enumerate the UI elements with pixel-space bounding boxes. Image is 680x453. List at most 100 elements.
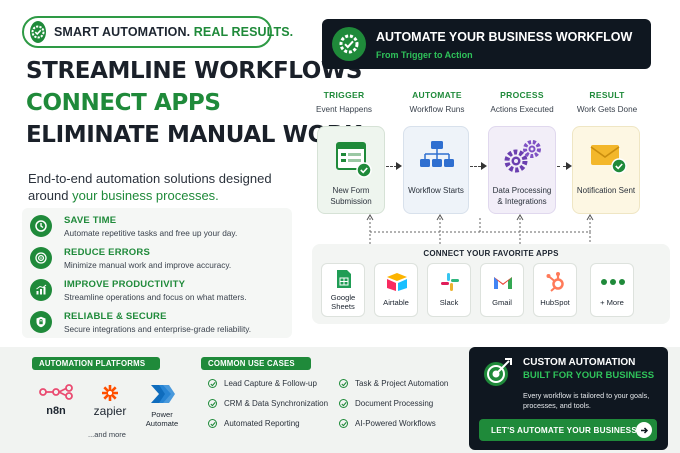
use-case-item: Lead Capture & Follow-up [208, 379, 317, 388]
slack-icon [441, 273, 459, 291]
card-workflow-starts: Workflow Starts [403, 126, 469, 214]
app-label: Gmail [492, 298, 512, 307]
platform-n8n: n8n [36, 384, 76, 417]
step-title: TRIGGER [323, 90, 365, 100]
check-icon [339, 399, 348, 408]
apps-title: CONNECT YOUR FAVORITE APPS [423, 249, 559, 258]
card-label: Data Processing & Integrations [492, 186, 552, 206]
use-case-label: Document Processing [355, 399, 434, 408]
clock-icon [30, 215, 52, 237]
app-label: Slack [439, 298, 459, 307]
form-icon [336, 142, 372, 178]
card-label: Workflow Starts [408, 186, 464, 195]
zapier-icon [102, 385, 118, 401]
step-subtitle: Actions Executed [490, 105, 554, 114]
tagline-badge: SMART AUTOMATION. REAL RESULTS. [22, 16, 293, 48]
check-icon [339, 419, 348, 428]
headline-line1: STREAMLINE WORKFLOWS [26, 58, 363, 84]
arrow-head-icon [396, 162, 402, 170]
arrow-head-icon [481, 162, 487, 170]
use-case-label: Lead Capture & Follow-up [224, 379, 317, 388]
app-google-sheets[interactable]: Google Sheets [321, 263, 365, 317]
custom-subtitle: BUILT FOR YOUR BUSINESS [523, 370, 655, 381]
app-label: HubSpot [540, 298, 570, 307]
benefit-desc: Secure integrations and enterprise-grade… [64, 324, 252, 334]
app-gmail[interactable]: Gmail [480, 263, 524, 317]
platform-label: zapier [93, 404, 127, 418]
check-icon [208, 379, 217, 388]
step-subtitle: Workflow Runs [409, 105, 465, 114]
platform-zapier: zapier [90, 384, 130, 418]
flow-arrow [557, 166, 566, 167]
check-icon [208, 419, 217, 428]
apps-panel: CONNECT YOUR FAVORITE APPS Google Sheets… [312, 244, 670, 324]
gear-check-icon [332, 27, 366, 61]
badge-part2: REAL RESULTS. [193, 25, 294, 39]
gear-check-icon [30, 21, 46, 43]
app-label: + More [600, 298, 624, 307]
badge-part1: SMART AUTOMATION. [54, 25, 191, 39]
platform-power-automate: Power Automate [142, 383, 182, 428]
arrow-head-icon [566, 162, 572, 170]
platform-label: n8n [46, 405, 66, 417]
use-case-label: Automated Reporting [224, 419, 300, 428]
card-label: Notification Sent [576, 186, 636, 195]
step-automate-label: AUTOMATE Workflow Runs [392, 90, 482, 114]
use-cases-title: COMMON USE CASES [201, 357, 311, 370]
step-process-label: PROCESS Actions Executed [477, 90, 567, 114]
cta-label: LET'S AUTOMATE YOUR BUSINESS [491, 425, 637, 435]
card-label: New Form Submission [330, 186, 372, 206]
benefit-improve-productivity: IMPROVE PRODUCTIVITY Streamline operation… [30, 279, 247, 302]
automate-cta-button[interactable]: LET'S AUTOMATE YOUR BUSINESS [479, 419, 657, 441]
target-arrow-icon [484, 358, 512, 386]
app-hubspot[interactable]: HubSpot [533, 263, 577, 317]
step-title: PROCESS [500, 90, 544, 100]
step-title: RESULT [589, 90, 625, 100]
chart-icon [30, 279, 52, 301]
benefit-title: SAVE TIME [64, 215, 117, 226]
use-case-label: AI-Powered Workflows [355, 419, 436, 428]
n8n-icon [39, 384, 73, 400]
app-label: Google Sheets [330, 293, 356, 311]
check-icon [208, 399, 217, 408]
headline-line3: ELIMINATE MANUAL WORK [26, 122, 362, 148]
benefit-title: IMPROVE PRODUCTIVITY [64, 279, 186, 290]
card-data-processing: Data Processing & Integrations [488, 126, 556, 214]
shield-icon [30, 311, 52, 333]
intro-main: End-to-end automation solutions designed… [28, 171, 272, 203]
use-case-item: CRM & Data Synchronization [208, 399, 328, 408]
airtable-icon [387, 273, 407, 291]
app-more[interactable]: + More [590, 263, 634, 317]
connector-lines [366, 214, 594, 244]
hubspot-icon [546, 272, 564, 292]
app-label: Airtable [383, 298, 409, 307]
custom-automation-card: CUSTOM AUTOMATION BUILT FOR YOUR BUSINES… [469, 347, 668, 450]
card-notification-sent: Notification Sent [572, 126, 640, 214]
power-automate-icon [151, 385, 175, 403]
check-icon [339, 379, 348, 388]
arrow-right-icon [636, 422, 652, 438]
benefit-desc: Streamline operations and focus on what … [64, 292, 247, 302]
benefit-desc: Minimize manual work and improve accurac… [64, 260, 232, 270]
use-case-item: Automated Reporting [208, 419, 300, 428]
envelope-icon [590, 145, 627, 174]
workflow-header: AUTOMATE YOUR BUSINESS WORKFLOW From Tri… [322, 19, 651, 69]
app-slack[interactable]: Slack [427, 263, 471, 317]
intro-highlight: your business processes. [72, 188, 219, 203]
intro-text: End-to-end automation solutions designed… [28, 170, 298, 204]
custom-title: CUSTOM AUTOMATION [523, 357, 636, 368]
headline-line2: CONNECT APPS [26, 90, 221, 116]
workflow-subtitle: From Trigger to Action [376, 50, 473, 60]
step-trigger-label: TRIGGER Event Happens [299, 90, 389, 114]
google-sheets-icon [337, 270, 351, 288]
step-result-label: RESULT Work Gets Done [562, 90, 652, 114]
step-title: AUTOMATE [412, 90, 462, 100]
flow-arrow [386, 166, 397, 167]
gears-icon [504, 140, 541, 173]
use-case-label: Task & Project Automation [355, 379, 449, 388]
app-airtable[interactable]: Airtable [374, 263, 418, 317]
